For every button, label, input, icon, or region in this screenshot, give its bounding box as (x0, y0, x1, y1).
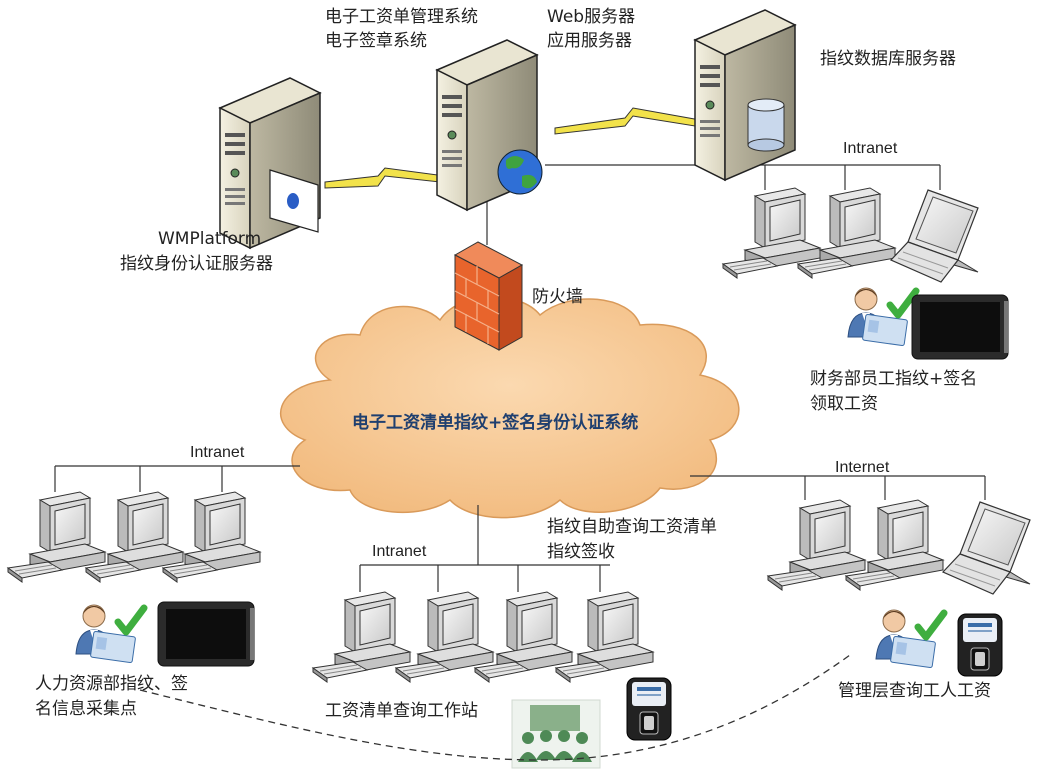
hr-person-icon (76, 605, 144, 663)
self-service-label-2: 指纹签收 (547, 542, 615, 562)
workstation-network-label: Intranet (372, 543, 427, 560)
finance-tablet-icon (911, 294, 1009, 360)
self-service-label-1: 指纹自助查询工资清单 (547, 517, 717, 537)
auth-badge-icon (269, 169, 319, 233)
hr-label-2: 名信息采集点 (35, 699, 137, 719)
db-server-label: 指纹数据库服务器 (820, 49, 956, 69)
cloud (279, 296, 740, 519)
auth-server-label-2: 指纹身份认证服务器 (120, 254, 273, 274)
hr-network-label: Intranet (190, 444, 245, 461)
auth-server-label-1: WMPlatform (158, 229, 262, 249)
finance-laptop-icon (890, 189, 979, 283)
main-server-label-2: 电子签章系统 (325, 31, 427, 51)
finance-label-1: 财务部员工指纹+签名 (810, 369, 978, 389)
meeting-icon (511, 699, 601, 769)
ws-fingerprint-reader-icon (626, 677, 672, 741)
firewall-label: 防火墙 (532, 287, 583, 307)
mgmt-laptop-icon (942, 501, 1031, 595)
finance-pc-2-icon (797, 187, 896, 279)
hr-pc-3-icon (162, 491, 261, 583)
mgmt-fingerprint-reader-icon (957, 613, 1003, 677)
web-server-label-1: Web服务器 (547, 7, 636, 27)
hr-tablet-icon (157, 601, 255, 667)
ws-pc-4-icon (555, 591, 654, 683)
hr-label-1: 人力资源部指纹、签 (35, 674, 188, 694)
mgmt-pc-2-icon (845, 499, 944, 591)
database-icon (747, 98, 785, 152)
db-server-icon (694, 9, 796, 181)
management-network-label: Internet (835, 459, 890, 476)
mgmt-person-icon (876, 610, 944, 668)
cloud-title: 电子工资清单指纹+签名身份认证系统 (352, 413, 639, 433)
web-server-label-2: 应用服务器 (547, 31, 632, 51)
finance-network-label: Intranet (843, 140, 898, 157)
workstation-label: 工资清单查询工作站 (325, 701, 478, 721)
dashed-curve (139, 654, 851, 761)
firewall-icon (453, 241, 524, 351)
finance-person-icon (848, 288, 916, 346)
management-label: 管理层查询工人工资 (838, 681, 991, 701)
finance-label-2: 领取工资 (810, 394, 878, 414)
globe-icon (497, 149, 543, 195)
main-server-label-1: 电子工资单管理系统 (325, 7, 478, 27)
ws-pc-1-icon (312, 591, 411, 683)
